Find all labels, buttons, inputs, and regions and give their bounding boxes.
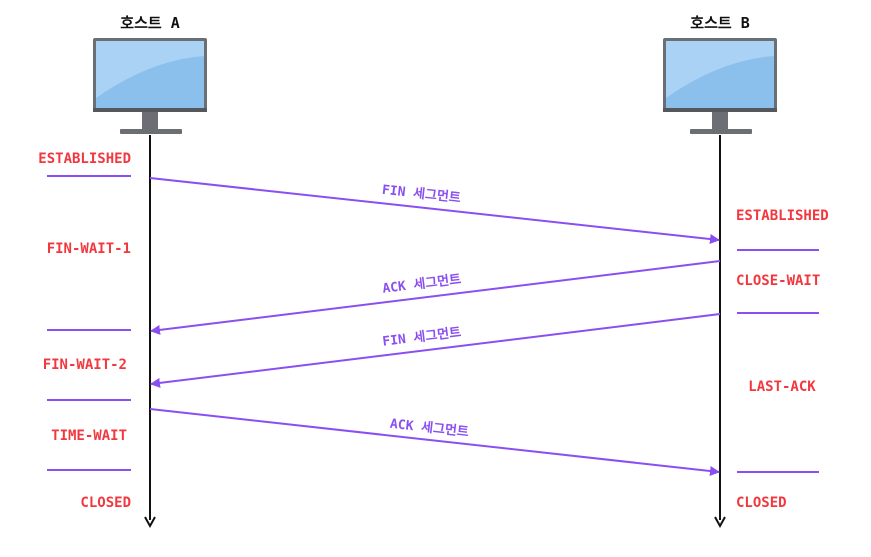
- host-b-state-dividers: [737, 249, 819, 473]
- state-b-closed: CLOSED: [736, 495, 787, 511]
- host-a-timeline: [144, 135, 156, 529]
- host-a-state-dividers: [47, 175, 131, 471]
- state-b-last-ack: LAST-ACK: [748, 379, 816, 395]
- host-a-monitor-icon: [93, 38, 207, 134]
- state-a-time-wait: TIME-WAIT: [51, 428, 127, 444]
- host-a-title: 호스트 A: [120, 14, 180, 32]
- host-b-timeline: [714, 135, 726, 529]
- host-b-monitor-icon: [663, 38, 777, 134]
- state-a-established: ESTABLISHED: [38, 151, 131, 167]
- fin-segment-arrow-2: [150, 313, 721, 388]
- state-a-closed: CLOSED: [80, 495, 131, 511]
- state-b-established: ESTABLISHED: [736, 208, 829, 224]
- host-b-title: 호스트 B: [690, 14, 750, 32]
- fin-segment-arrow-1: [149, 177, 720, 244]
- state-b-close-wait: CLOSE-WAIT: [736, 273, 821, 289]
- state-a-fin-wait-2: FIN-WAIT-2: [42, 357, 127, 373]
- ack-segment-arrow-2: [149, 408, 720, 476]
- state-a-fin-wait-1: FIN-WAIT-1: [46, 241, 131, 257]
- ack-segment-arrow-1: [150, 260, 721, 335]
